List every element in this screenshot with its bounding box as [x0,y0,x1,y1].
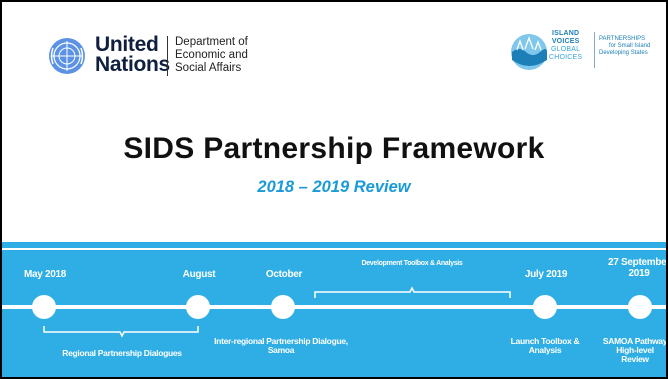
un-emblem-icon [49,38,85,74]
milestone-desc-october: Inter-regional Partnership Dialogue, Sam… [214,336,348,355]
milestone-dot-27-september [628,295,652,319]
page-subtitle: 2018 – 2019 Review [257,178,411,196]
un-department: Department of Economic and Social Affair… [175,36,248,74]
bracket-regional-dialogues [43,326,199,338]
island-voices-text: ISLAND VOICES GLOBAL CHOICES [549,30,583,61]
island-voices-logo: ISLAND VOICES GLOBAL CHOICES PARTNERSHIP… [509,26,666,86]
milestone-dot-october [271,295,295,319]
logo-divider [167,36,168,76]
bracket-development-toolbox [314,286,511,298]
page-title: SIDS Partnership Framework [123,132,545,165]
island-voices-wave-icon [511,34,547,70]
milestone-label-27-september: 27 September 2019 [608,257,668,279]
partnerships-text: PARTNERSHIPS for Small Island Developing… [599,36,651,56]
milestone-label-may-2018: May 2018 [23,269,67,280]
milestone-desc-july-2019: Launch Toolbox & Analysis [510,336,580,355]
milestone-desc-27-september: SAMOA Pathway High-level Review [602,336,668,364]
timeline-graphic [2,286,666,338]
span-label-regional-dialogues: Regional Partnership Dialogues [62,348,182,358]
milestone-dot-july-2019 [533,295,557,319]
un-name: United Nations [95,33,170,76]
milestone-label-august: August [182,269,216,280]
timeline: May 2018 August October July 2019 27 Sep… [2,242,666,377]
milestone-dot-may-2018 [32,295,56,319]
milestone-label-october: October [265,269,303,280]
milestone-dot-august [186,295,210,319]
band-stripe [2,248,666,250]
span-label-development-toolbox: Development Toolbox & Analysis [361,260,463,267]
un-desa-logo: United Nations Department of Economic an… [47,30,337,80]
milestone-label-july-2019: July 2019 [524,269,568,280]
island-logo-divider [594,32,595,68]
